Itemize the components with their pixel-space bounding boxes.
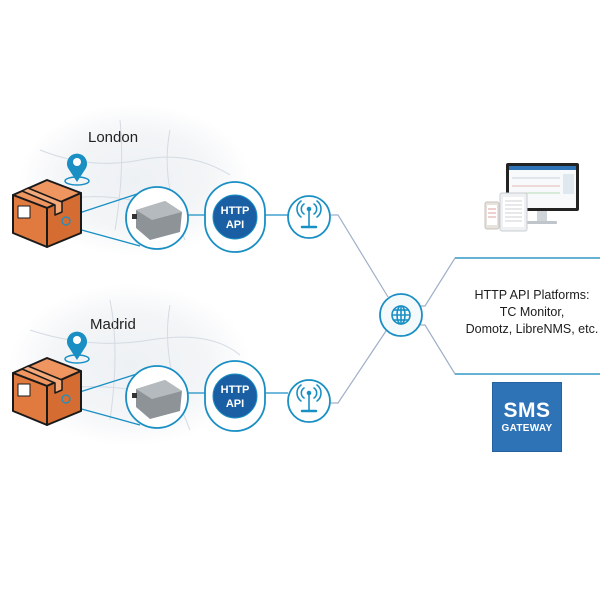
- http-api-platforms-label: HTTP API Platforms: TC Monitor, Domotz, …: [462, 287, 600, 338]
- globe-icon: [391, 305, 411, 325]
- sms-gateway-badge[interactable]: SMS GATEWAY: [492, 382, 562, 452]
- package-box-icon: [12, 179, 82, 248]
- api-label-line2: API: [226, 398, 244, 410]
- monitor-tablet-phone-icon: [484, 163, 579, 232]
- antenna-icon: [296, 384, 322, 413]
- sms-gateway-line2: GATEWAY: [501, 422, 553, 434]
- london-label: London: [88, 129, 139, 146]
- antenna-icon: [296, 200, 322, 229]
- platforms-line-2: TC Monitor,: [499, 305, 565, 319]
- location-pin-icon: [64, 153, 90, 186]
- http-api-node-london[interactable]: HTTP API: [204, 181, 266, 253]
- platforms-line-1: HTTP API Platforms:: [474, 288, 590, 302]
- madrid-label: Madrid: [90, 316, 136, 333]
- package-box-icon: [12, 357, 82, 426]
- api-label-line2: API: [226, 219, 244, 231]
- http-api-node-madrid[interactable]: HTTP API: [204, 360, 266, 432]
- internet-hub-node[interactable]: [379, 293, 423, 337]
- antenna-node-madrid[interactable]: [287, 379, 331, 423]
- sensor-device-icon: [125, 186, 189, 250]
- antenna-node-london[interactable]: [287, 195, 331, 239]
- link-antenna-globe-madrid: [330, 327, 389, 404]
- location-pin-icon: [64, 331, 90, 364]
- api-label-line1: HTTP: [221, 205, 250, 217]
- sensor-device-icon: [125, 365, 189, 429]
- api-label-line1: HTTP: [221, 384, 250, 396]
- platforms-line-3: Domotz, LibreNMS, etc.: [465, 322, 599, 336]
- link-antenna-globe-london: [330, 214, 389, 298]
- sms-gateway-line1: SMS: [503, 398, 551, 422]
